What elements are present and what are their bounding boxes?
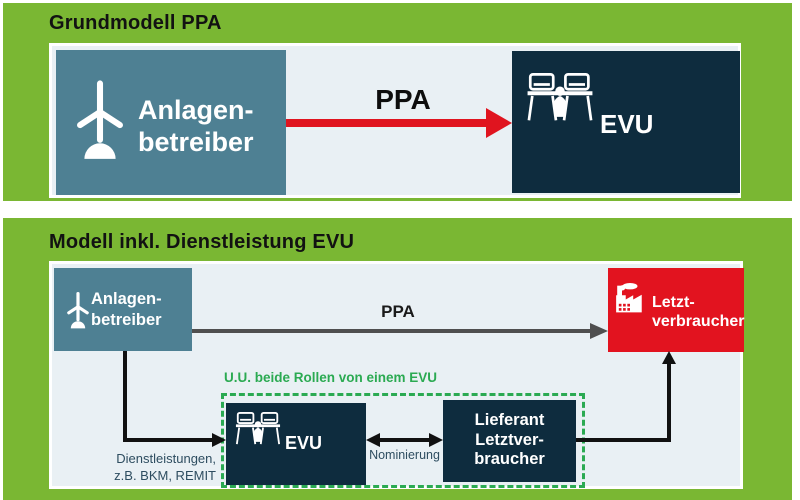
supply-arrow-line [576,438,671,442]
evu-label: EVU [285,433,323,453]
letztverbraucher-box: Letzt- verbraucher [608,268,745,352]
grundmodell-panel: Grundmodell PPA Anlagen- betreiber [3,3,792,201]
dashed-group-label: U.U. beide Rollen von einem EVU [224,370,438,385]
nomination-arrowhead-icon [366,433,380,447]
label-line: Letzt- [652,294,695,311]
ppa-label: PPA [375,84,431,115]
dienstleistung-panel: Modell inkl. Dienstleistung EVU Anlagen-… [3,218,792,500]
ppa-arrow [286,119,488,127]
anlagenbetreiber-box: Anlagen- betreiber [54,268,192,351]
services-arrow-line [123,351,127,442]
services-arrowhead-icon [212,433,226,447]
nomination-arrow-line [379,438,430,442]
factory-icon [616,283,642,313]
evu-box: EVU [512,51,740,193]
label-line: Anlagen- [138,95,254,125]
anlagenbetreiber-label: Anlagen- betreiber [91,289,162,331]
label-line: Anlagen- [91,290,162,308]
label-line: Dienstleistungen, [116,451,216,466]
label-line: Letztver- [475,430,544,449]
grundmodell-canvas: Anlagen- betreiber PPA [49,43,741,198]
anlagenbetreiber-label: Anlagen- betreiber [138,94,254,158]
nomination-label: Nominierung [369,448,440,462]
evu-box: EVU [226,403,366,485]
services-label: Dienstleistungen, z.B. BKM, REMIT [52,450,216,484]
label-line: Lieferant [474,411,545,429]
label-line: braucher [474,450,545,468]
ppa-arrowhead-icon [486,108,512,138]
label-line: betreiber [138,127,254,157]
evu-label: EVU [600,109,654,139]
trading-desk-icon [527,73,593,121]
ppa-arrow [192,329,590,333]
supply-arrow-line [667,362,671,442]
label-line: verbraucher [652,313,745,330]
label-line: z.B. BKM, REMIT [114,468,216,483]
anlagenbetreiber-box: Anlagen- betreiber [56,50,286,195]
dienstleistung-title: Modell inkl. Dienstleistung EVU [49,231,355,253]
dienstleistung-canvas: Anlagen- betreiber PPA [49,261,745,489]
services-arrow-line [123,438,212,442]
label-line: betreiber [91,311,162,329]
lieferant-label: Lieferant Letztver- braucher [443,411,576,470]
letztverbraucher-label: Letzt- verbraucher [652,293,745,331]
lieferant-letztverbraucher-box: Lieferant Letztver- braucher [443,400,576,482]
ppa-label: PPA [381,302,415,321]
trading-desk-icon [235,412,281,445]
ppa-arrowhead-icon [590,323,608,339]
nomination-arrowhead-icon [429,433,443,447]
wind-turbine-icon [77,80,123,159]
grundmodell-title: Grundmodell PPA [49,12,222,34]
wind-turbine-icon [67,292,89,329]
supply-arrowhead-icon [662,351,676,364]
